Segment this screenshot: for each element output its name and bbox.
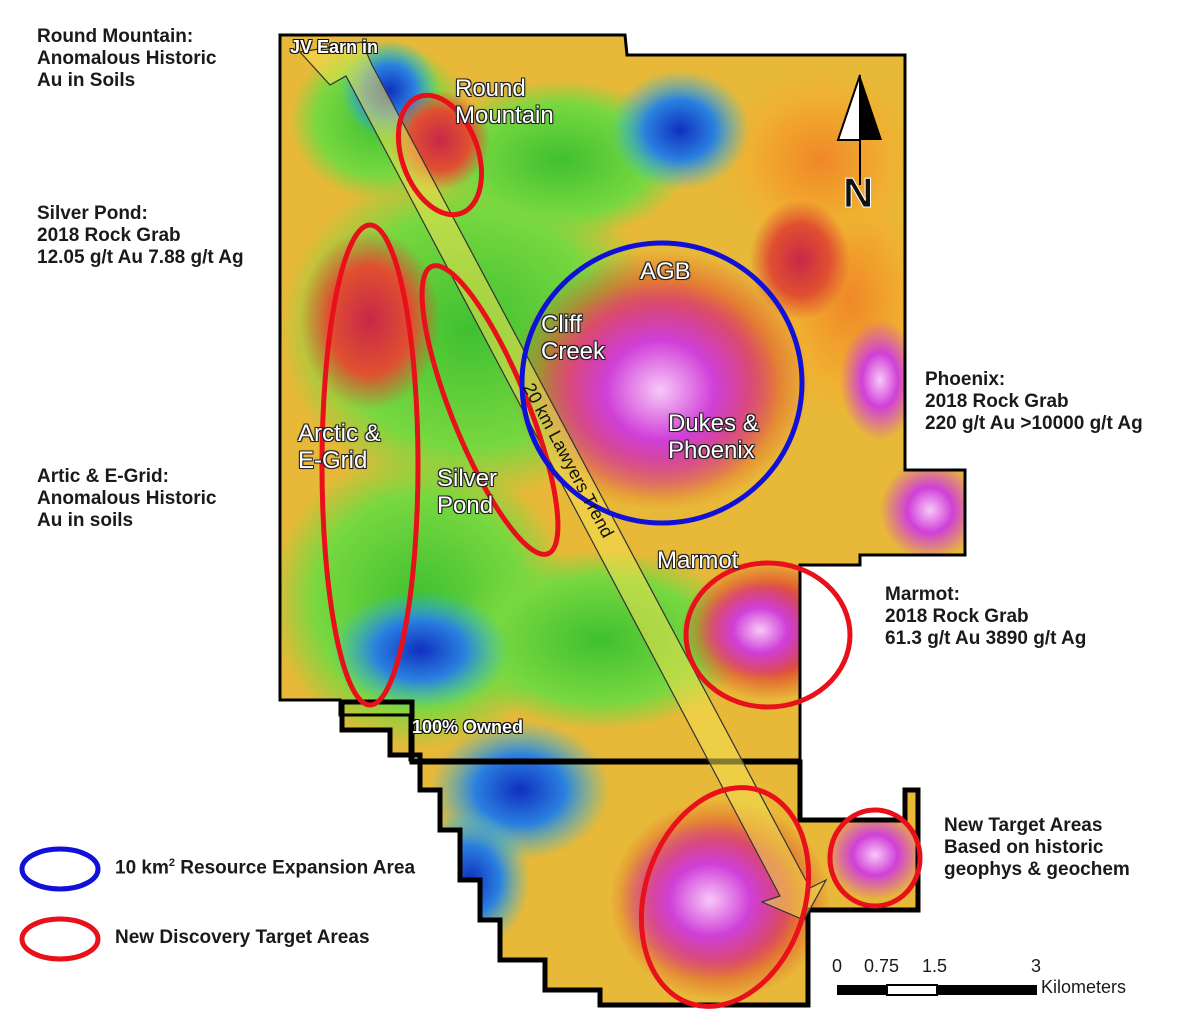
label-cliff-creek: Cliff Creek <box>541 311 605 365</box>
target-arctic-egrid <box>319 222 421 708</box>
label-100-owned: 100% Owned <box>412 717 524 737</box>
label-line: Arctic & <box>298 420 381 447</box>
legend-targets: New Discovery Target Areas <box>115 927 370 949</box>
legend-expansion-label: 10 km2 Resource Expansion Area <box>115 857 415 879</box>
note-artic-egrid: Artic & E-Grid: Anomalous Historic Au in… <box>37 466 216 532</box>
legend-blue-ellipse-icon <box>19 846 101 892</box>
note-line: Au in soils <box>37 510 134 531</box>
note-line: Anomalous Historic <box>37 48 217 69</box>
scale-bar <box>837 984 1037 996</box>
note-line: Based on historic <box>944 837 1104 858</box>
label-arctic-egrid: Arctic & E-Grid <box>298 420 381 474</box>
label-line: Round <box>455 75 526 102</box>
note-line: geophys & geochem <box>944 859 1130 880</box>
scale-unit: Kilometers <box>1041 977 1127 997</box>
note-line: Phoenix: <box>925 369 1006 390</box>
legend-targets-label: New Discovery Target Areas <box>115 927 370 948</box>
note-line: 2018 Rock Grab <box>925 391 1069 412</box>
label-line: Cliff <box>541 311 582 338</box>
target-round-mountain <box>395 92 485 218</box>
note-line: Au in Soils <box>37 70 136 91</box>
note-line: New Target Areas <box>944 815 1103 836</box>
label-line: E-Grid <box>298 447 368 474</box>
note-line: 220 g/t Au >10000 g/t Ag <box>925 413 1143 434</box>
note-silver-pond: Silver Pond: 2018 Rock Grab 12.05 g/t Au… <box>37 203 244 269</box>
note-line: 61.3 g/t Au 3890 g/t Ag <box>885 628 1087 649</box>
note-line: Artic & E-Grid: <box>37 466 169 487</box>
label-marmot: Marmot <box>657 547 739 574</box>
resource-expansion-circle <box>519 240 805 526</box>
label-dukes-phoenix: Dukes & Phoenix <box>668 410 759 464</box>
note-line: Silver Pond: <box>37 203 148 224</box>
legend-expansion-prefix: 10 km <box>115 857 169 879</box>
label-line: Creek <box>541 338 606 365</box>
target-marmot <box>683 560 853 710</box>
legend-red-ellipse-icon <box>19 916 101 962</box>
note-line: Anomalous Historic <box>37 488 217 509</box>
note-line: Round Mountain: <box>37 26 194 47</box>
label-silver-pond: Silver Pond <box>437 465 497 519</box>
property-boundary-south <box>339 699 921 1008</box>
legend-expansion-suffix: Resource Expansion Area <box>175 857 416 879</box>
label-round-mountain: Round Mountain <box>455 75 554 129</box>
label-line: Dukes & <box>668 410 759 437</box>
legend-expansion-sup: 2 <box>168 857 175 869</box>
label-line: Silver <box>437 465 498 492</box>
note-line: 2018 Rock Grab <box>885 606 1029 627</box>
scale-tick-1-5: 1.5 <box>922 956 948 976</box>
scale-tick-0-75: 0.75 <box>864 956 900 976</box>
note-line: Marmot: <box>885 584 960 605</box>
north-arrow-icon <box>836 74 882 185</box>
target-south <box>638 785 812 1009</box>
target-east <box>827 807 923 909</box>
note-line: 2018 Rock Grab <box>37 225 181 246</box>
label-line: Phoenix <box>668 437 755 464</box>
target-silver-pond <box>419 263 561 557</box>
note-phoenix: Phoenix: 2018 Rock Grab 220 g/t Au >1000… <box>925 369 1143 435</box>
note-round-mountain: Round Mountain: Anomalous Historic Au in… <box>37 26 216 92</box>
note-marmot: Marmot: 2018 Rock Grab 61.3 g/t Au 3890 … <box>885 584 1086 650</box>
north-label: N <box>842 169 874 216</box>
scale-tick-3: 3 <box>1031 956 1042 976</box>
legend-expansion: 10 km2 Resource Expansion Area <box>115 857 415 879</box>
note-new-targets: New Target Areas Based on historic geoph… <box>944 815 1130 881</box>
label-line: Pond <box>437 492 494 519</box>
scale-tick-0: 0 <box>832 956 843 976</box>
label-agb: AGB <box>640 258 691 285</box>
label-line: Mountain <box>455 102 554 129</box>
target-area-outlines <box>319 92 923 1009</box>
label-jv-earn-in: JV Earn in <box>290 37 379 57</box>
note-line: 12.05 g/t Au 7.88 g/t Ag <box>37 247 244 268</box>
